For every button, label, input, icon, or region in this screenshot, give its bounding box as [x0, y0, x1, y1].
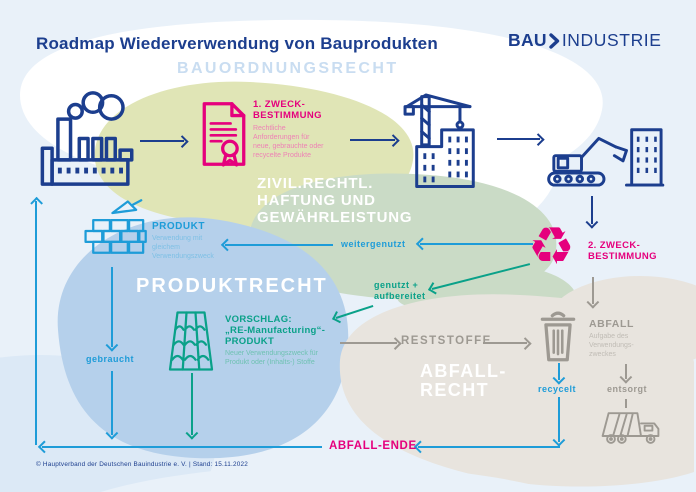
arrow-factory-to-certificate	[140, 140, 184, 142]
roof-tiles-icon	[168, 311, 214, 371]
line-entsorgt-to-truck	[625, 399, 627, 408]
node-abfall: ABFALL Aufgabe des Verwendungs- zweckes	[589, 318, 634, 359]
zone-abfallrecht: ABFALL- RECHT	[420, 362, 507, 400]
label-recycelt: recycelt	[538, 384, 577, 394]
label-gebraucht: gebraucht	[86, 354, 135, 364]
zone-zivilrecht: ZIVIL.RECHTL. HAFTUNG UND GEWÄHRLEISTUNG	[257, 175, 412, 226]
logo-text-bold: BAU	[508, 30, 547, 50]
label-genutzt-aufbereitet: genutzt + aufbereitet	[374, 280, 426, 301]
zone-abfallrecht-line2: RECHT	[420, 380, 489, 400]
brand-logo: BAU INDUSTRIE	[508, 30, 662, 51]
node-produkt: PRODUKT Verwendung mit gleichem Verwendu…	[152, 221, 214, 261]
label-reststoffe: RESTSTOFFE	[401, 335, 492, 347]
step1-title-line1: 1. ZWECK-	[253, 99, 306, 110]
arrow-trash-to-recycelt	[558, 363, 560, 380]
zone-zivilrecht-line1: ZIVIL.RECHTL.	[257, 175, 374, 192]
zone-produktrecht: PRODUKTRECHT	[136, 275, 328, 297]
chevron-right-icon	[549, 32, 560, 49]
arrow-vorschlag-to-reststoffe	[340, 342, 397, 344]
step2-title-line2: BESTIMMUNG	[588, 250, 657, 262]
arrow-gebraucht-down	[111, 371, 113, 435]
logo-text-rest: INDUSTRIE	[561, 30, 662, 50]
produkt-title: PRODUKT	[152, 221, 205, 232]
label-abfall-ende: ABFALL-ENDE	[329, 440, 417, 452]
zone-zivilrecht-line2: HAFTUNG UND	[257, 192, 376, 209]
arrow-recycelt-to-abfallende	[418, 446, 560, 448]
abfall-title: ABFALL	[589, 318, 635, 330]
recycle-icon: ♻	[528, 218, 575, 276]
produkt-desc: Verwendung mit gleichem Verwendungszweck	[152, 235, 214, 260]
factory-icon	[40, 91, 134, 186]
arrow-vorschlag-down	[191, 373, 193, 435]
arrow-reststoffe-to-trash	[483, 342, 527, 344]
zone-zivilrecht-line3: GEWÄHRLEISTUNG	[257, 209, 413, 226]
vorschlag-title-line1: VORSCHLAG:	[225, 314, 292, 325]
arrow-produkt-to-gebraucht	[111, 267, 113, 347]
arrow-certificate-to-crane	[350, 139, 395, 141]
node-vorschlag: VORSCHLAG: „RE-Manufacturing“- PRODUKT N…	[225, 314, 325, 367]
brick-wall-trowel-icon	[84, 199, 147, 254]
arrow-weitergenutzt-to-produkt	[225, 244, 333, 246]
arrow-left-return-to-factory	[35, 201, 37, 445]
arrow-excavator-to-recycle	[591, 196, 593, 224]
vorschlag-desc: Neuer Verwendungszweck für Produkt oder …	[225, 350, 318, 366]
trash-can-icon	[540, 311, 576, 362]
abfall-desc: Aufgabe des Verwendungs- zweckes	[589, 333, 634, 358]
crane-building-icon	[403, 93, 475, 189]
node-step2: 2. ZWECK- BESTIMMUNG	[588, 240, 657, 262]
arrow-crane-to-excavator	[497, 138, 540, 140]
step1-desc: Rechtliche Anforderungen für neue, gebra…	[253, 125, 324, 159]
arrow-recycelt-down	[558, 397, 560, 442]
page-title: Roadmap Wiederverwendung von Bauprodukte…	[36, 34, 438, 53]
label-weitergenutzt: weitergenutzt	[341, 239, 406, 249]
vorschlag-title-line2: „RE-Manufacturing“-	[225, 325, 326, 336]
vorschlag-title-line3: PRODUKT	[225, 336, 275, 347]
step1-title-line2: BESTIMMUNG	[253, 109, 322, 121]
zone-bauordnungsrecht: BAUORDNUNGSRECHT	[177, 60, 399, 77]
step2-title-line1: 2. ZWECK-	[588, 240, 641, 251]
copyright-footer: © Hauptverband der Deutschen Bauindustri…	[36, 461, 248, 468]
excavator-demolition-icon	[547, 128, 665, 187]
arrow-abfallende-to-left	[42, 446, 322, 448]
node-step1: 1. ZWECK- BESTIMMUNG Rechtliche Anforder…	[253, 99, 324, 160]
certificate-icon	[202, 102, 246, 167]
arrow-recycle-to-weitergenutzt	[420, 243, 533, 245]
label-entsorgt: entsorgt	[607, 384, 647, 394]
arrow-recycle-to-abfall	[592, 277, 594, 304]
arrow-abfall-to-entsorgt	[625, 364, 627, 379]
zone-abfallrecht-line1: ABFALL-	[420, 361, 507, 381]
garbage-truck-icon	[601, 412, 660, 444]
